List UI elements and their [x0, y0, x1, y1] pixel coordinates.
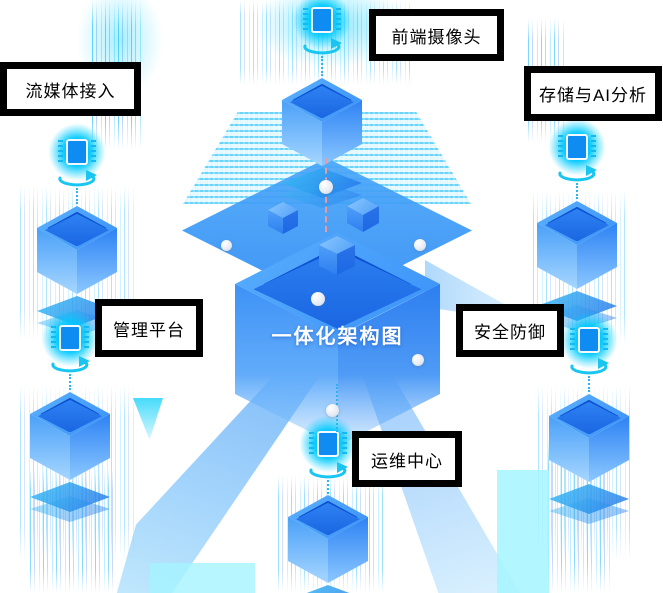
label-front-camera: 前端摄像头	[369, 9, 504, 61]
sync-arrow-icon	[51, 356, 90, 373]
floating-cube	[268, 202, 298, 240]
floating-cube	[347, 198, 379, 238]
node-management-platform	[10, 308, 130, 568]
node-front-camera	[262, 0, 382, 250]
connector-dotted	[327, 480, 329, 494]
label-storage-ai-analysis: 存储与AI分析	[524, 66, 662, 121]
sync-arrow-icon	[558, 165, 597, 182]
sphere-dot	[311, 292, 325, 306]
server-cube	[30, 392, 110, 522]
label-security-defense: 安全防御	[456, 304, 564, 357]
node-security-defense	[529, 310, 649, 570]
node-ops-center	[268, 414, 388, 593]
sync-arrow-icon	[309, 462, 348, 479]
connector-dotted	[76, 188, 78, 204]
cpu-chip-icon	[311, 7, 333, 33]
light-beam	[133, 398, 163, 440]
server-cube	[288, 495, 368, 593]
cpu-chip-icon	[578, 327, 600, 353]
connector-dotted	[321, 56, 323, 76]
label-management-platform: 管理平台	[95, 299, 203, 357]
sphere-dot	[326, 404, 339, 417]
label-streaming-access: 流媒体接入	[0, 62, 141, 116]
light-beam	[150, 563, 255, 593]
label-ops-center: 运维中心	[352, 431, 462, 487]
sphere-dot	[414, 239, 426, 251]
sync-arrow-icon	[570, 358, 609, 375]
connector-dotted	[588, 376, 590, 392]
server-cube	[549, 394, 629, 524]
connector-dotted	[69, 374, 71, 390]
sphere-dot	[412, 354, 424, 366]
connector-dotted	[576, 183, 578, 199]
connector-dotted-red	[325, 158, 327, 232]
sphere-dot	[221, 240, 232, 251]
cpu-chip-icon	[317, 431, 339, 457]
cpu-chip-icon	[59, 325, 81, 351]
platform-base	[288, 585, 368, 593]
sync-arrow-icon	[303, 38, 342, 55]
server-cube	[282, 78, 362, 208]
sphere-dot	[319, 180, 333, 194]
sync-arrow-icon	[58, 170, 97, 187]
cpu-chip-icon	[66, 139, 88, 165]
cpu-chip-icon	[566, 134, 588, 160]
cube-on-top	[319, 236, 355, 284]
center-cube-title: 一体化架构图	[271, 326, 404, 348]
